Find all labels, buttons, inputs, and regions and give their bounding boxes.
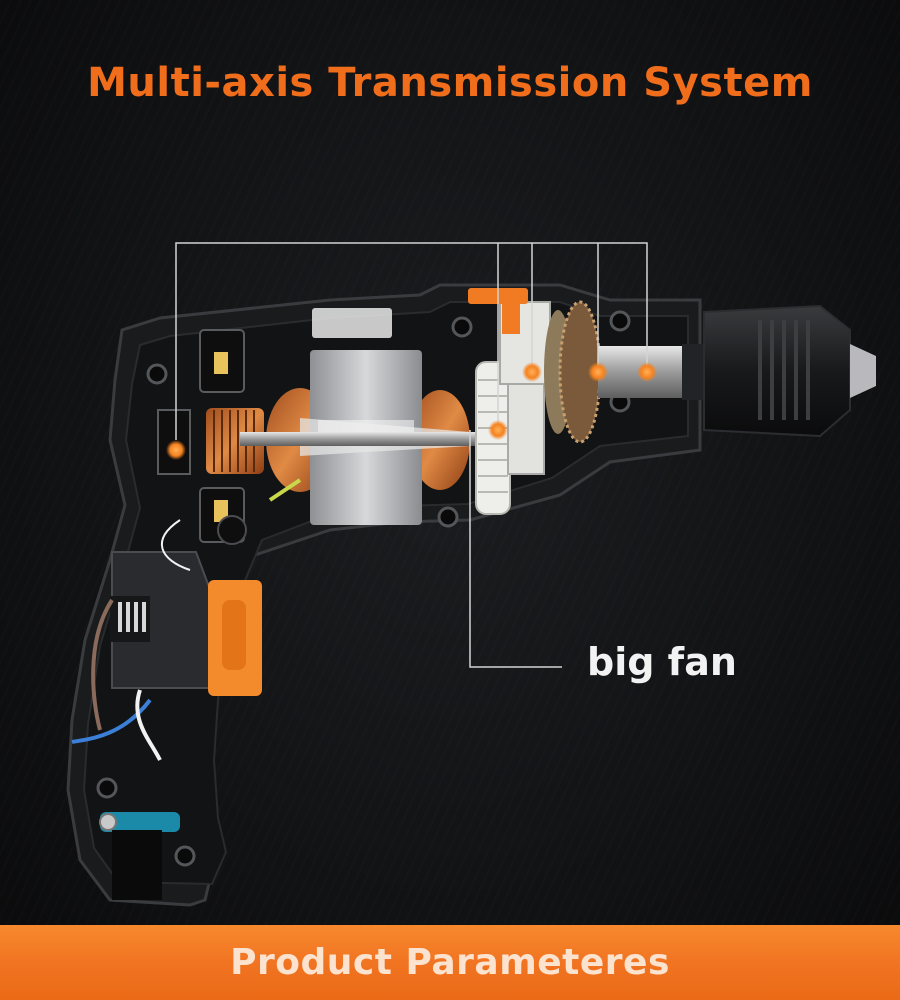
top-switch-stem <box>502 300 520 334</box>
product-parameters-banner: Product Parameteres <box>0 925 900 1000</box>
wiring <box>71 478 302 761</box>
marker-dot <box>637 362 657 382</box>
trigger-switch <box>110 515 262 696</box>
banner-label: Product Parameteres <box>230 942 670 983</box>
marker-dot <box>166 440 186 460</box>
marker-dots <box>166 362 657 460</box>
marker-dot <box>522 362 542 382</box>
marker-dot <box>588 362 608 382</box>
cord-clamp <box>99 812 180 900</box>
page-title: Multi-axis Transmission System <box>87 60 813 106</box>
marker-dot <box>488 420 508 440</box>
callout-lines <box>175 242 648 668</box>
motor-shaft <box>240 432 500 446</box>
big-fan-label: big fan <box>587 640 737 684</box>
drill-chuck <box>682 304 876 438</box>
